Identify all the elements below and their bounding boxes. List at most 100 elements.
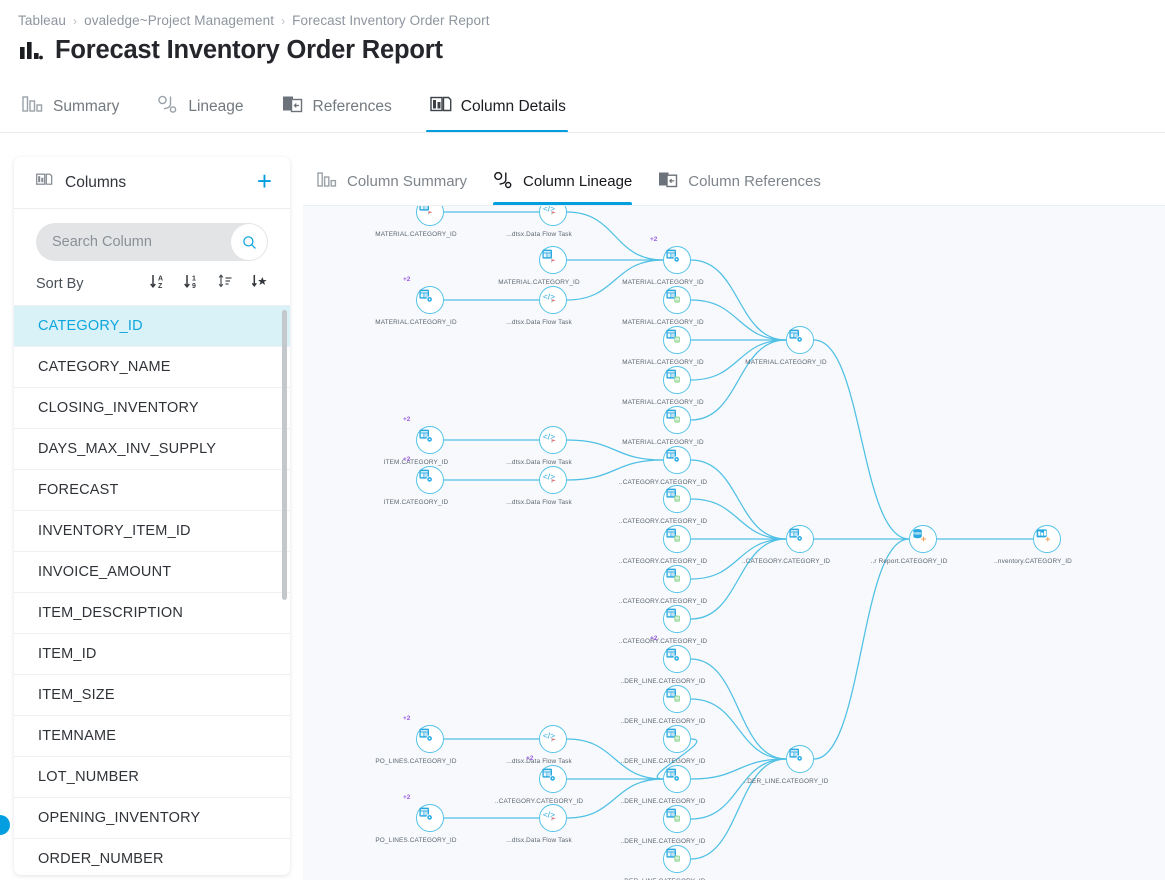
lineage-node-icon[interactable]: </>	[539, 804, 567, 832]
lineage-edge	[690, 658, 787, 760]
lineage-node-badge: +2	[403, 715, 411, 722]
svg-text:A: A	[158, 276, 163, 283]
search-icon[interactable]	[231, 224, 267, 260]
lineage-node-icon[interactable]: </>	[539, 466, 567, 494]
lineage-node-icon[interactable]: </>	[539, 725, 567, 753]
lineage-node-label: MATERIAL.CATEGORY_ID	[745, 359, 827, 366]
lineage-node-icon[interactable]: </>	[539, 206, 567, 226]
add-column-button[interactable]: +	[256, 166, 272, 196]
lineage-node-icon[interactable]	[416, 725, 444, 753]
lineage-node-icon[interactable]	[663, 725, 691, 753]
lineage-node-icon[interactable]	[416, 286, 444, 314]
lineage-edge	[690, 339, 787, 421]
lineage-node-icon[interactable]	[416, 466, 444, 494]
lineage-node-icon[interactable]	[663, 765, 691, 793]
lineage-edge	[566, 459, 664, 481]
breadcrumb-item-2[interactable]: Forecast Inventory Order Report	[292, 13, 490, 28]
column-list-item[interactable]: ITEM_DESCRIPTION	[14, 593, 290, 634]
lineage-node-label: ..CATEGORY.CATEGORY_ID	[618, 638, 708, 645]
lineage-node-icon[interactable]	[663, 246, 691, 274]
lineage-node-icon[interactable]	[663, 286, 691, 314]
bar-chart-icon	[18, 38, 44, 64]
lineage-node-icon[interactable]	[663, 605, 691, 633]
lineage-edge	[566, 211, 664, 261]
lineage-node-icon[interactable]	[663, 525, 691, 553]
column-list-item[interactable]: CATEGORY_ID	[14, 306, 290, 347]
lineage-node-icon[interactable]: </>	[539, 286, 567, 314]
lineage-node-icon[interactable]	[663, 645, 691, 673]
sort-alpha-icon[interactable]: A Z	[149, 273, 166, 295]
sort-favorite-icon[interactable]	[251, 273, 268, 295]
search-input[interactable]	[36, 234, 268, 250]
column-list-item[interactable]: OPENING_INVENTORY	[14, 798, 290, 839]
references-icon	[282, 95, 304, 119]
lineage-node-icon[interactable]	[1033, 525, 1061, 553]
column-list[interactable]: CATEGORY_ID CATEGORY_NAME CLOSING_INVENT…	[14, 305, 290, 870]
lineage-node-icon[interactable]	[539, 246, 567, 274]
breadcrumb-item-0[interactable]: Tableau	[18, 13, 66, 28]
lineage-node-icon[interactable]	[786, 745, 814, 773]
lineage-node-icon[interactable]	[909, 525, 937, 553]
column-list-item[interactable]: ITEMNAME	[14, 716, 290, 757]
lineage-node-icon[interactable]	[663, 406, 691, 434]
tab-label: Summary	[53, 97, 120, 115]
lineage-node-icon[interactable]	[416, 426, 444, 454]
lineage-node-icon[interactable]	[663, 565, 691, 593]
lineage-node-icon[interactable]	[539, 765, 567, 793]
lineage-node-icon[interactable]	[416, 804, 444, 832]
tab-label: Lineage	[188, 97, 244, 115]
column-list-item[interactable]: LOT_NUMBER	[14, 757, 290, 798]
lineage-node-label: MATERIAL.CATEGORY_ID	[375, 319, 457, 326]
lineage-node-label: ...dtsx.Data Flow Task	[506, 837, 572, 844]
lineage-node-label: MATERIAL.CATEGORY_ID	[622, 399, 704, 406]
lineage-node-icon[interactable]	[663, 845, 691, 873]
lineage-node-label: ITEM.CATEGORY_ID	[383, 459, 449, 466]
lineage-node-icon[interactable]	[663, 326, 691, 354]
svg-text:</>: </>	[543, 809, 555, 819]
sort-custom-icon[interactable]	[217, 273, 234, 295]
tab-column-details[interactable]: Column Details	[425, 88, 582, 133]
lineage-node-icon[interactable]	[663, 485, 691, 513]
lineage-node-label: ..DER_LINE.CATEGORY_ID	[620, 758, 706, 765]
lineage-node-label: ..DER_LINE.CATEGORY_ID	[620, 878, 705, 880]
lineage-node-icon[interactable]	[786, 326, 814, 354]
column-list-scrollbar[interactable]	[282, 310, 287, 600]
lineage-node-label: ...dtsx.Data Flow Task	[506, 758, 572, 765]
tab-lineage[interactable]: Lineage	[153, 88, 259, 133]
lineage-node-label: ...dtsx.Data Flow Task	[506, 499, 572, 506]
column-list-item[interactable]: ITEM_SIZE	[14, 675, 290, 716]
column-list-item[interactable]: ORDER_NUMBER	[14, 839, 290, 870]
column-list-item[interactable]: INVENTORY_ITEM_ID	[14, 511, 290, 552]
column-list-item[interactable]: CLOSING_INVENTORY	[14, 388, 290, 429]
tab-references[interactable]: References	[278, 88, 408, 133]
lineage-node-label: ..CATEGORY.CATEGORY_ID	[618, 518, 708, 525]
column-list-item[interactable]: CATEGORY_NAME	[14, 347, 290, 388]
tab-column-summary[interactable]: Column Summary	[317, 157, 467, 206]
lineage-edge	[690, 538, 787, 620]
tab-column-references[interactable]: Column References	[658, 157, 821, 206]
tab-summary[interactable]: Summary	[18, 88, 135, 133]
lineage-node-icon[interactable]	[663, 366, 691, 394]
column-list-item[interactable]: ITEM_ID	[14, 634, 290, 675]
sidebar-collapse-handle[interactable]	[0, 815, 10, 835]
lineage-node-icon[interactable]: </>	[539, 426, 567, 454]
lineage-node-icon[interactable]	[663, 685, 691, 713]
lineage-node-label: PO_LINES.CATEGORY_ID	[375, 758, 457, 765]
lineage-node-icon[interactable]	[663, 446, 691, 474]
lineage-node-icon[interactable]	[786, 525, 814, 553]
lineage-icon	[157, 95, 179, 119]
lineage-node-label: ..CATEGORY.CATEGORY_ID	[618, 598, 708, 605]
breadcrumb-item-1[interactable]: ovaledge~Project Management	[84, 13, 275, 28]
column-list-item[interactable]: INVOICE_AMOUNT	[14, 552, 290, 593]
references-icon	[658, 171, 679, 193]
lineage-node-icon[interactable]	[663, 805, 691, 833]
search-section	[14, 209, 290, 261]
column-list-item[interactable]: DAYS_MAX_INV_SUPPLY	[14, 429, 290, 470]
lineage-icon	[493, 171, 514, 193]
sort-numeric-icon[interactable]: 1 9	[183, 273, 200, 295]
column-list-item[interactable]: FORECAST	[14, 470, 290, 511]
lineage-node-badge: +2	[403, 794, 411, 801]
tab-column-lineage[interactable]: Column Lineage	[493, 157, 633, 206]
column-lineage-graph[interactable]: MATERIAL.CATEGORY_ID </> ...dtsx.Data Flow…	[303, 206, 1165, 880]
lineage-node-label: PO_LINES.CATEGORY_ID	[375, 837, 457, 844]
